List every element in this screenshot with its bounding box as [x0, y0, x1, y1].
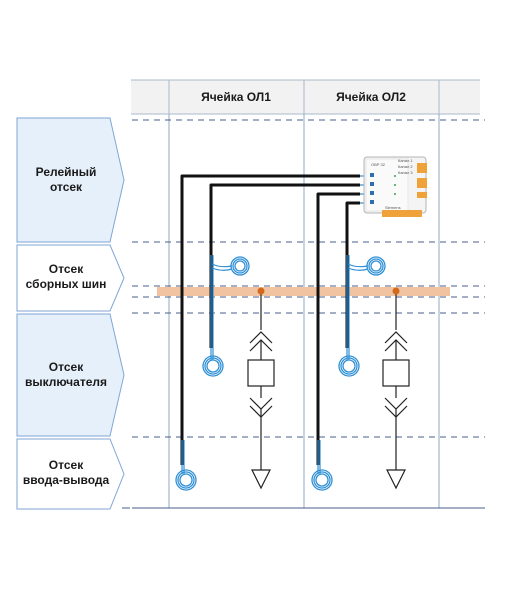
compartment-separators	[132, 119, 485, 438]
cable-ol2-io	[316, 192, 360, 465]
relay-label-line2: отсек	[50, 180, 83, 194]
fiber-cables	[180, 174, 360, 465]
breaker-label-line2: выключателя	[25, 375, 107, 389]
io-label-line2: ввода-вывода	[23, 473, 110, 487]
compartment-labels	[16, 117, 125, 510]
device-port-label-2: Канал 2	[398, 164, 413, 169]
cell-boundaries	[168, 114, 440, 508]
switchgear-ol1	[247, 291, 275, 490]
relay-device	[363, 156, 427, 217]
coil-sensor-icon	[311, 469, 333, 491]
device-port-label-1: Канал 1	[398, 158, 413, 163]
header-grid	[131, 79, 480, 115]
coil-sensor-icon	[338, 355, 360, 377]
io-compartment-label-box	[16, 438, 125, 510]
outgoing-cable-icon	[251, 469, 271, 490]
busbar-node-ol1	[257, 287, 265, 295]
busbar-label-line2: сборных шин	[26, 277, 107, 291]
relay-compartment-label-box	[16, 117, 125, 243]
io-label-line1: Отсек	[49, 458, 84, 472]
coil-sensor-icon	[366, 256, 386, 276]
breaker-icon	[247, 359, 275, 387]
relay-label-line1: Релейный	[36, 165, 97, 179]
busbar-node-ol2	[392, 287, 400, 295]
coil-sensor-icon	[202, 355, 224, 377]
cable-ol1-io	[180, 174, 360, 465]
coil-sensor-icon	[175, 469, 197, 491]
breaker-compartment-label-box	[16, 313, 125, 437]
busbar-compartment-label-box	[16, 244, 125, 312]
fiber-leads	[181, 175, 370, 474]
header-cell-ol1: Ячейка ОЛ1	[201, 90, 271, 104]
device-model-label: ОВР 32	[371, 162, 386, 167]
fiber-sensors	[175, 256, 386, 491]
switchgear-ol2	[382, 291, 410, 490]
outgoing-cable-icon	[386, 469, 406, 490]
header-cell-ol2: Ячейка ОЛ2	[336, 90, 406, 104]
coil-sensor-icon	[230, 256, 250, 276]
device-brand-label: Siemens	[385, 205, 401, 210]
device-port-label-3: Канал 3	[398, 170, 413, 175]
busbar-label-line1: Отсек	[49, 262, 84, 276]
breaker-label-line1: Отсек	[49, 360, 84, 374]
breaker-icon	[382, 359, 410, 387]
busbar	[132, 285, 485, 298]
